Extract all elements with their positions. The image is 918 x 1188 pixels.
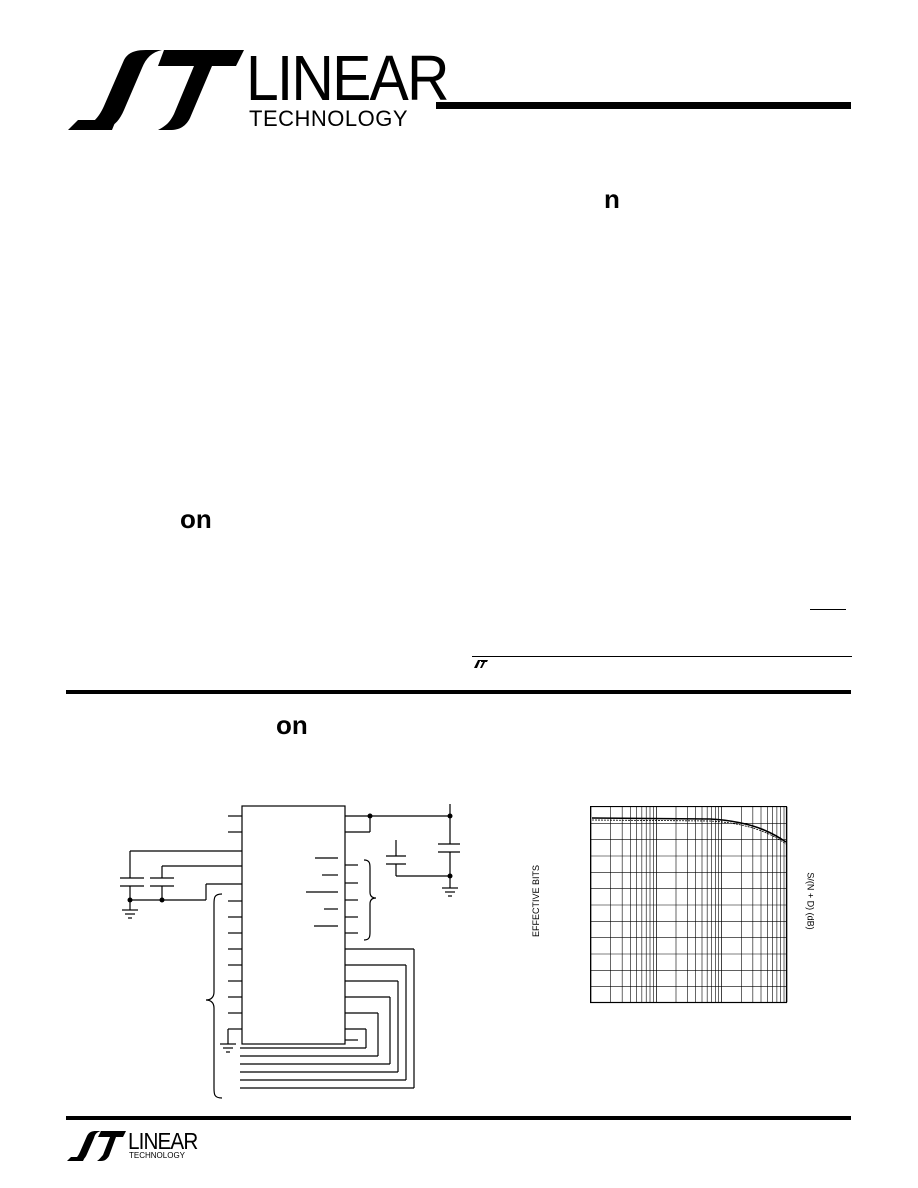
section-divider	[66, 690, 851, 694]
graph-ylabel-right: S/(N + D) (dB)	[805, 872, 816, 930]
header-rule	[436, 102, 851, 109]
description-heading-fragment: on	[180, 504, 212, 534]
footer-brand-wordmark: LINEAR	[128, 1128, 198, 1154]
footer-logo: LINEAR TECHNOLOGY	[66, 1128, 206, 1164]
application-schematic	[120, 804, 460, 1099]
performance-graph	[590, 806, 788, 1004]
brand-wordmark: LINEAR	[246, 42, 449, 114]
lt-logo-icon	[68, 50, 244, 130]
footer-brand-subtitle: TECHNOLOGY	[129, 1151, 186, 1160]
overbar-mark	[810, 609, 846, 610]
graph-ylabel-left: EFFECTIVE BITS	[531, 864, 542, 938]
header-logo: LINEAR TECHNOLOGY	[66, 42, 449, 134]
lt-footer-logo-icon	[67, 1131, 126, 1161]
trademark-rule	[472, 656, 852, 657]
application-heading-fragment: on	[276, 710, 308, 740]
features-heading-fragment: n	[604, 184, 620, 214]
brand-subtitle: TECHNOLOGY	[249, 106, 409, 131]
lt-small-logo-icon	[474, 660, 488, 668]
footer-rule	[66, 1116, 851, 1120]
